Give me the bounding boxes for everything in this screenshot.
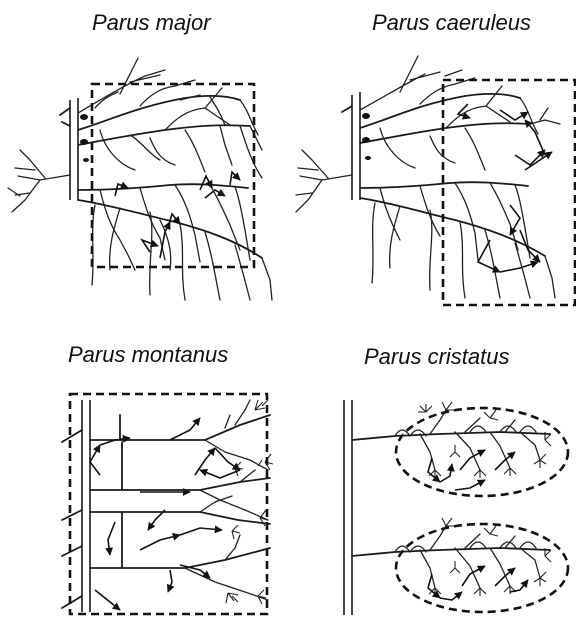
- panel-parus-montanus: [62, 394, 273, 614]
- tree-branches: [296, 56, 560, 298]
- panel-parus-cristatus: [344, 400, 568, 615]
- panel-parus-caeruleus: [296, 56, 575, 305]
- foraging-path-arrows: [458, 104, 552, 272]
- foraging-zone-box: [92, 84, 254, 267]
- tree-branches: [344, 400, 551, 615]
- tree-branches: [8, 58, 272, 300]
- tree-branches: [62, 400, 273, 612]
- panel-parus-major: [8, 58, 272, 300]
